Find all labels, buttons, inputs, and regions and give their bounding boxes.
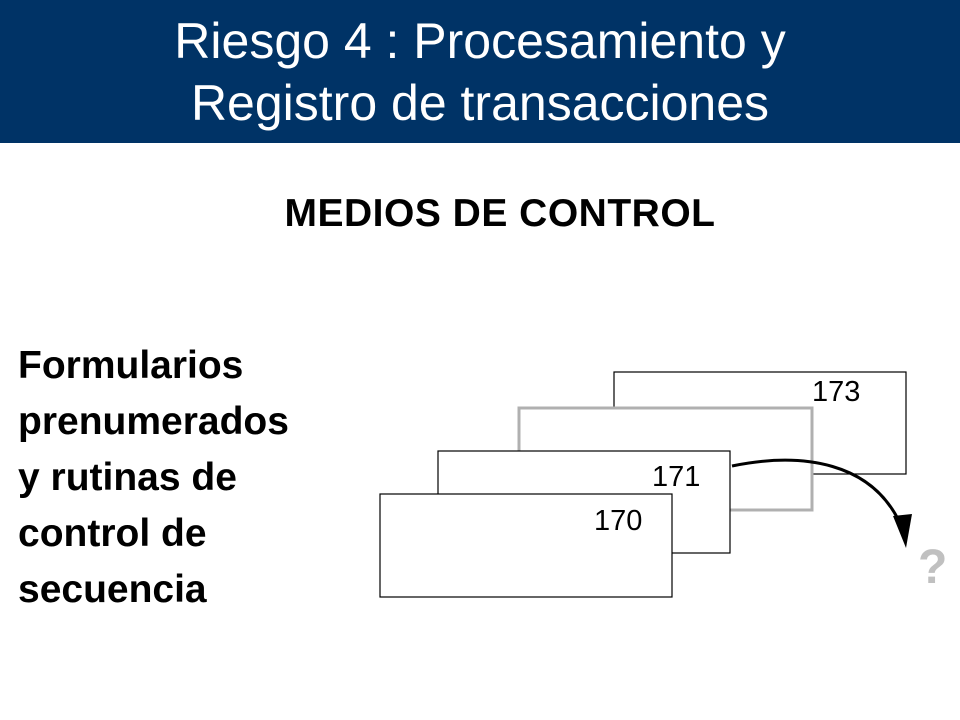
description-line-1: Formularios: [18, 344, 244, 387]
form-173-number: 173: [812, 376, 860, 408]
missing-question-mark: ?: [918, 541, 947, 594]
title-line-1: Riesgo 4 : Procesamiento y: [174, 12, 786, 69]
form-171-number: 171: [652, 461, 700, 493]
description-line-4: control de: [18, 512, 207, 555]
form-170: 170: [379, 493, 673, 598]
description-text: Formularios prenumerados y rutinas de co…: [18, 338, 289, 618]
arrow-head: [893, 514, 912, 548]
form-170-number: 170: [594, 505, 642, 537]
description-line-5: secuencia: [18, 568, 207, 611]
description-line-2: prenumerados: [18, 400, 289, 443]
sequence-arrow: [731, 458, 905, 531]
subtitle: MEDIOS DE CONTROL: [284, 192, 716, 235]
description-line-3: y rutinas de: [18, 456, 237, 499]
title-bar: Riesgo 4 : Procesamiento y Registro de t…: [0, 0, 960, 143]
title-line-2: Registro de transacciones: [190, 74, 770, 131]
